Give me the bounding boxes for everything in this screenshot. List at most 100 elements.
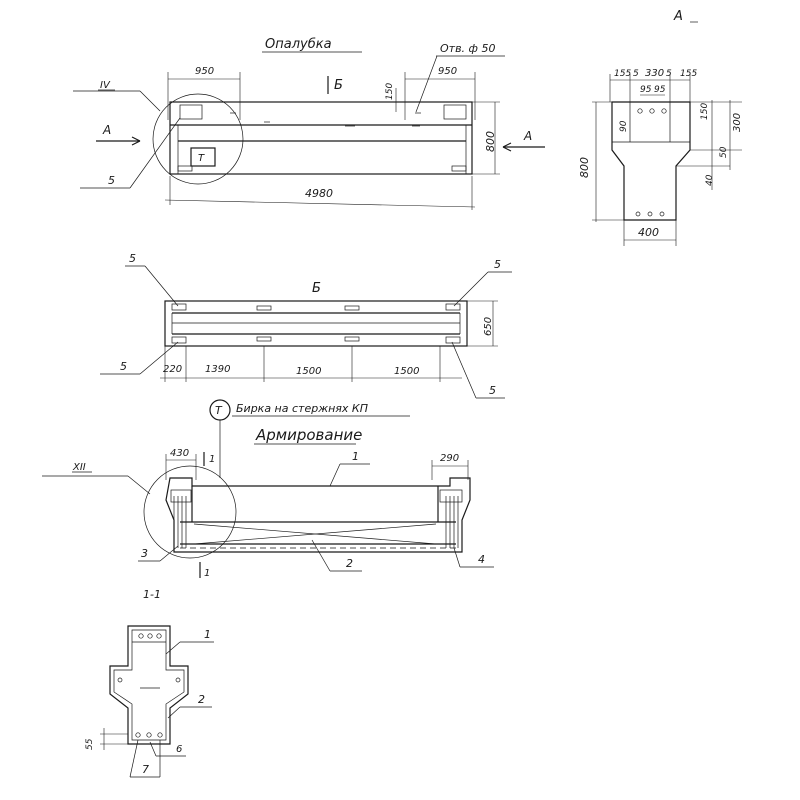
end-bracket [170,489,192,503]
tag-box-letter: Т [198,153,205,164]
rebar-dot [157,732,163,738]
end-bracket [439,489,463,503]
reinforcement: Т Бирка на стержнях КП Армирование 430 [42,399,494,579]
item-1: 1 [352,450,359,463]
section-1-1: 1-1 1 2 6 7 55 [85,588,214,778]
dim-55: 55 [85,738,95,750]
dim-left-950: 950 [195,66,214,77]
section-item-2: 2 [198,693,205,706]
dim-330: 330 [645,68,664,79]
diagonal-bar [193,523,437,545]
embedded-plate-left [179,104,203,120]
dim-155-right: 155 [680,69,697,79]
support-plate-right [451,165,467,172]
formwork-elevation: Опалубка 950 950 Отв. ф 50 150 Б [73,37,545,210]
rebar-dot [147,633,153,639]
view-a: А 155 5 330 5 155 95 95 90 150 300 50 40 [578,9,743,246]
detail-circle-iv [152,93,244,185]
reinforcement-beam-outline [165,477,471,553]
section-outline [109,625,189,745]
section-mark-b: Б [334,78,343,93]
item-leader [167,706,181,719]
rebar-dot [138,633,144,639]
item-leader [159,545,179,562]
hole [635,211,641,217]
dim-430: 430 [170,448,189,459]
section-item-7: 7 [142,763,149,776]
section-item-6: 6 [176,744,182,755]
rebar-dot [117,677,123,683]
marker-leader [451,341,477,399]
detail-node-xii: XII [72,462,86,473]
item-leader [311,539,331,572]
section-stirrup [113,629,185,741]
hole [647,211,653,217]
dim-90: 90 [619,120,629,132]
plan-marker-5: 5 [120,360,127,373]
dim-400: 400 [638,226,659,239]
cut-mark-bottom: 1 [204,568,210,579]
plan-b: Б 5 5 5 5 220 1390 [100,252,512,399]
item-4: 4 [478,553,485,566]
arrow-head [502,142,512,152]
dim-300: 300 [732,113,743,132]
plan-marker-5: 5 [129,252,136,265]
dim-40: 40 [705,174,715,186]
section-1-1-title: 1-1 [143,588,161,601]
marker-leader [453,271,489,307]
plan-loop [256,305,272,311]
detail-iv-leader [139,90,161,112]
item-leader [149,741,157,757]
tag-box [190,147,216,167]
hole [659,211,665,217]
view-arrow-a-right: А [523,129,532,143]
dim-1500-b: 1500 [394,366,419,377]
rebar-dot [135,732,141,738]
item-5-leader [129,117,181,189]
dim-800-a: 800 [578,157,591,178]
detail-node-iv: IV [100,80,111,91]
dim-95-left: 95 [640,85,652,95]
item-leader [165,641,181,655]
embedded-plate-right [443,104,467,120]
dim-95-right: 95 [654,85,666,95]
dim-5-left: 5 [633,69,639,79]
hole [661,108,667,114]
dim-150-vertical: 150 [385,83,395,100]
plan-marker-5: 5 [489,384,496,397]
detail-circle-xii [143,465,237,559]
view-a-section-outline [611,101,691,221]
plan-plate [171,336,187,344]
item-2: 2 [346,557,353,570]
marker-leader [144,265,179,307]
dim-50: 50 [719,146,729,158]
plan-b-title: Б [312,281,321,296]
dim-right-950: 950 [438,66,457,77]
plan-loop [344,305,360,311]
dim-155-left: 155 [614,69,631,79]
rebar-dot [146,732,152,738]
view-arrow-a-left: А [102,123,111,137]
plan-plate [171,303,187,311]
rebar-dot [175,677,181,683]
tag-circle-letter: Т [215,404,223,417]
item-leader [329,463,341,487]
plan-loop [256,336,272,342]
dim-290: 290 [440,453,459,464]
hole-callout: Отв. ф 50 [440,42,495,55]
dim-5-right: 5 [666,69,672,79]
item-leader [129,739,139,778]
item-5-label: 5 [108,174,115,187]
dim-650: 650 [483,317,494,336]
marker-leader [139,341,179,375]
dim-220: 220 [163,364,182,375]
item-3: 3 [141,547,148,560]
plan-marker-5: 5 [494,258,501,271]
dim-line-4980 [164,199,476,208]
beam-outline [169,101,473,175]
support-plate-left [177,165,193,172]
hole [637,108,643,114]
plan-plate [445,336,461,344]
